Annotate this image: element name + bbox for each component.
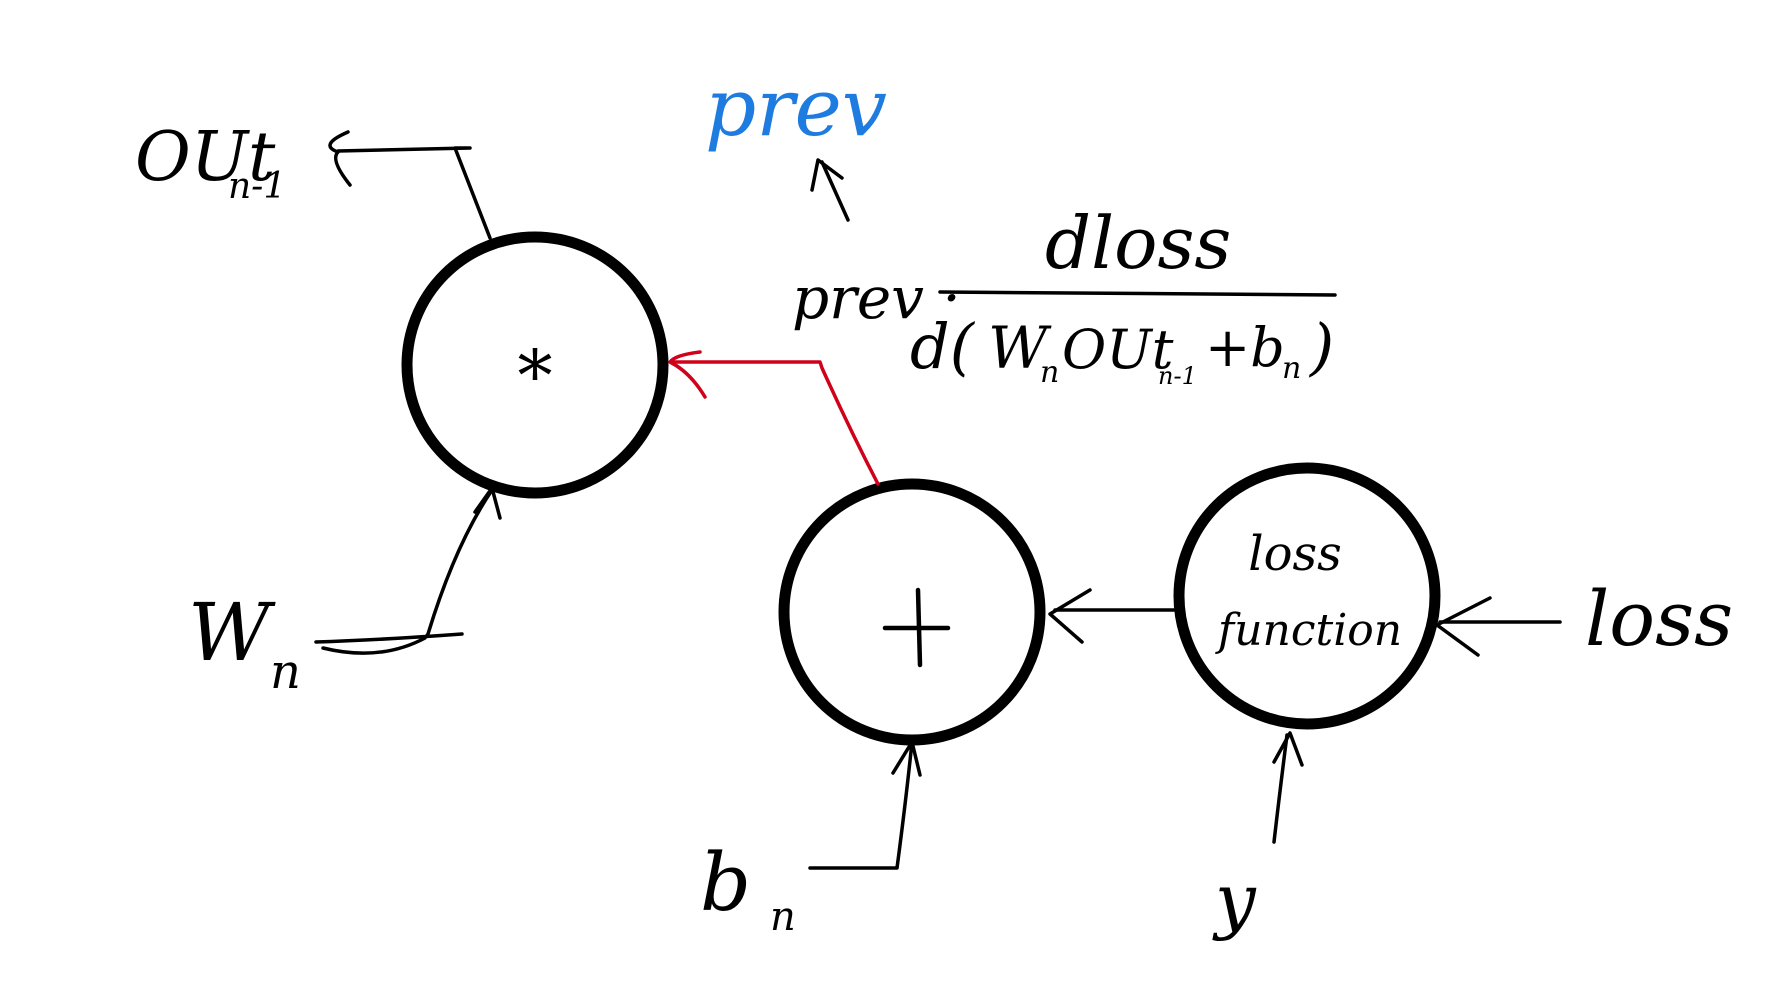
formula-denominator-b-sub: n (1282, 351, 1301, 386)
formula-denominator-close: ) (1308, 310, 1334, 383)
loss-function-node (1173, 462, 1441, 730)
weight-label: W (188, 586, 276, 679)
formula-numerator: dloss (1045, 201, 1231, 285)
formula-denominator-out-sub: n-1 (1158, 362, 1197, 390)
out-prev-arrowhead (328, 130, 352, 187)
prev-annotation-arrowhead (810, 158, 844, 192)
multiply-node-symbol: * (518, 335, 553, 417)
loss-to-add-arrowhead (1048, 588, 1092, 644)
target-edge (1272, 733, 1289, 844)
formula-prefix: prev · (792, 264, 961, 332)
target-label: y (1212, 858, 1257, 942)
prev-annotation-edge (820, 160, 850, 222)
weight-arrowhead (473, 486, 502, 520)
loss-input-label: loss (1585, 574, 1733, 663)
add-symbol-vertical (915, 587, 923, 668)
bias-edge (808, 740, 914, 870)
formula-denominator-out: OUt (1062, 318, 1174, 381)
multiply-node (401, 231, 669, 499)
loss-function-label-line1: loss (1248, 526, 1342, 582)
formula-denominator-w: W (988, 314, 1052, 382)
out-prev-edge (336, 146, 492, 240)
formula-denominator-w-sub: n (1040, 355, 1059, 390)
prev-annotation: prev (705, 61, 887, 154)
gradient-arrowhead (668, 350, 707, 399)
loss-input-arrowhead (1435, 596, 1492, 657)
add-node (778, 478, 1046, 746)
bias-label: b (700, 836, 751, 929)
bias-arrowhead (891, 740, 922, 777)
weight-subscript: n (270, 644, 301, 700)
formula-fraction-bar (938, 290, 1337, 297)
weight-edge (314, 488, 494, 655)
bias-subscript: n (770, 894, 796, 940)
formula-denominator: d( W n OUt n-1 +b n ) (910, 310, 1334, 390)
add-node-symbol: + (0, 0, 1, 1)
out-prev-label: OUt (135, 118, 276, 197)
loss-function-label-line2: function (1215, 605, 1402, 656)
formula-denominator-rest: +b (1205, 316, 1285, 379)
target-arrowhead (1272, 731, 1304, 767)
out-prev-subscript: n-1 (228, 166, 286, 207)
gradient-edge (670, 360, 880, 486)
formula-denominator-open: d( (910, 310, 976, 383)
